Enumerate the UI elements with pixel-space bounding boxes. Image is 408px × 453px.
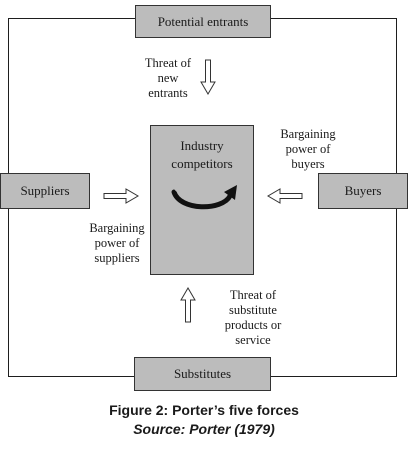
bargaining-power-buyers-label: Bargaining power of buyers <box>268 127 348 172</box>
buyers-label: Buyers <box>344 183 382 198</box>
threat-new-entrants-line3: entrants <box>148 86 188 100</box>
entrants-down-arrow-icon <box>200 59 216 95</box>
substitutes-box: Substitutes <box>134 357 271 391</box>
bargaining-buyers-line3: buyers <box>291 157 325 171</box>
bargaining-suppliers-line3: suppliers <box>94 251 140 265</box>
threat-new-entrants-label: Threat of new entrants <box>128 56 208 101</box>
suppliers-box: Suppliers <box>0 173 90 209</box>
threat-substitutes-line3: products or <box>224 318 282 332</box>
bargaining-suppliers-line2: power of <box>94 236 140 250</box>
threat-substitutes-line2: substitute <box>229 303 277 317</box>
bargaining-buyers-line1: Bargaining <box>280 127 336 141</box>
threat-new-entrants-line1: Threat of <box>144 56 192 70</box>
threat-new-entrants-line2: new <box>157 71 179 85</box>
threat-substitutes-label: Threat of substitute products or service <box>213 288 293 348</box>
potential-entrants-label: Potential entrants <box>157 13 249 29</box>
figure-caption-title: Figure 2: Porter’s five forces <box>109 402 299 418</box>
buyers-left-arrow-icon <box>267 188 303 204</box>
bargaining-suppliers-line1: Bargaining <box>89 221 145 235</box>
industry-competitors-box: Industry competitors <box>150 125 254 275</box>
figure-caption-source: Source: Porter (1979) <box>133 421 275 437</box>
bargaining-power-suppliers-label: Bargaining power of suppliers <box>82 221 152 266</box>
substitutes-label: Substitutes <box>173 366 232 381</box>
industry-label-line1: Industry <box>180 138 224 153</box>
threat-substitutes-line4: service <box>235 333 271 347</box>
potential-entrants-box: Potential entrants <box>135 5 271 38</box>
bargaining-buyers-line2: power of <box>285 142 331 156</box>
industry-label-line2: competitors <box>171 156 233 171</box>
threat-substitutes-line1: Threat of <box>229 288 277 302</box>
substitutes-up-arrow-icon <box>180 287 196 323</box>
buyers-box: Buyers <box>318 173 408 209</box>
suppliers-right-arrow-icon <box>103 188 139 204</box>
rivalry-curved-arrow-icon <box>171 185 237 210</box>
suppliers-label: Suppliers <box>20 183 70 198</box>
